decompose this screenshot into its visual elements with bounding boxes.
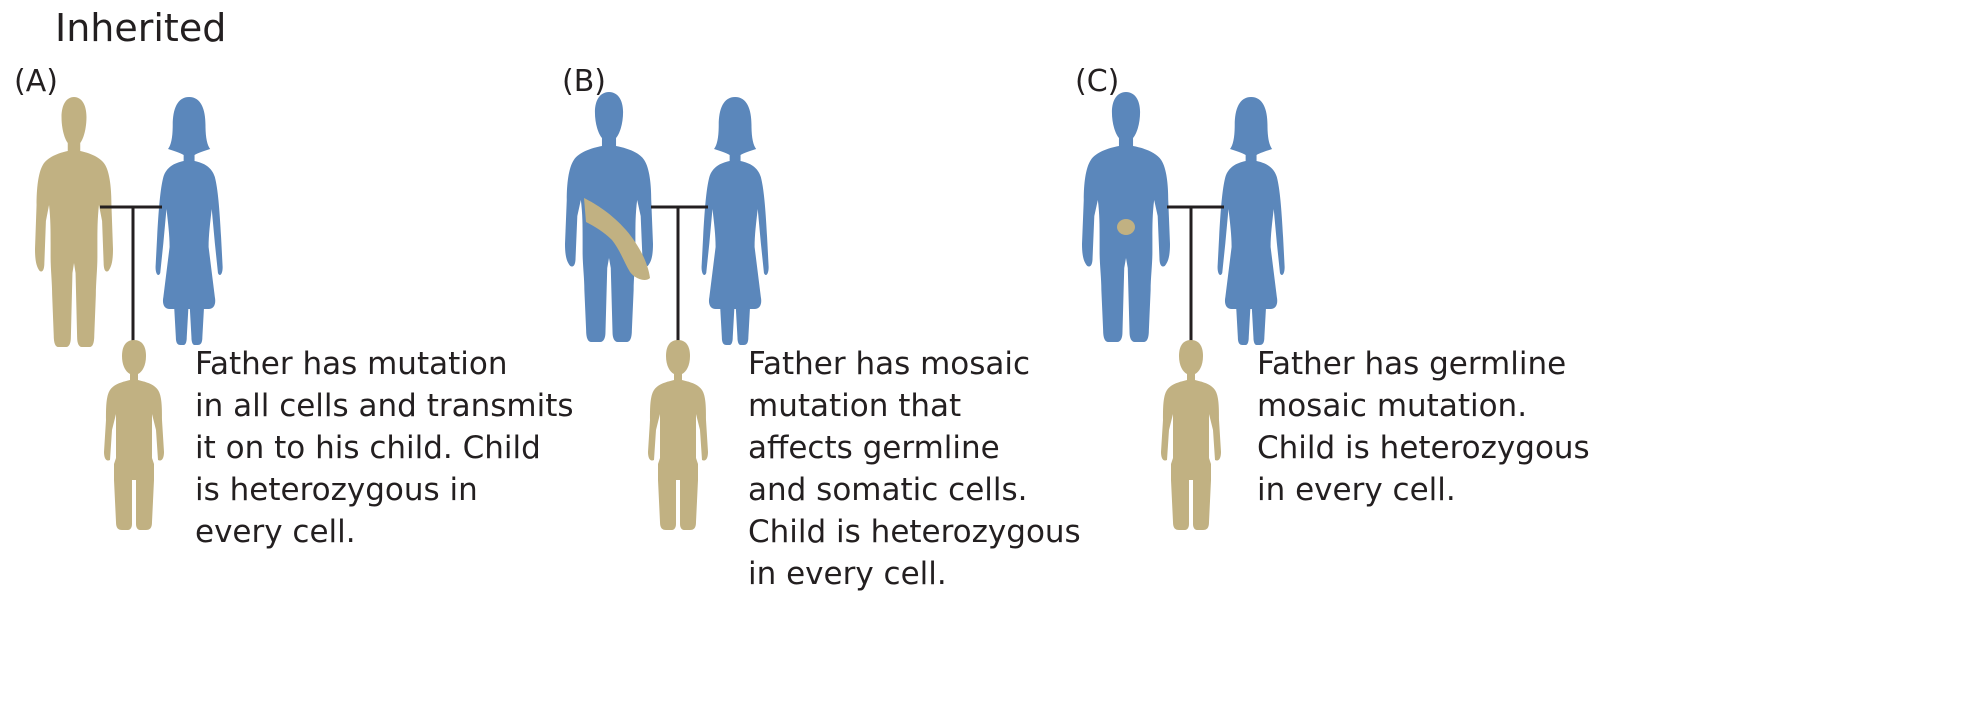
- caption-c-line-3: Child is heterozygous: [1257, 427, 1590, 469]
- caption-b: Father has mosaic mutation that affects …: [748, 343, 1081, 595]
- mother-figure-a: [156, 97, 223, 345]
- caption-b-line-1: Father has mosaic: [748, 343, 1081, 385]
- caption-a: Father has mutation in all cells and tra…: [195, 343, 574, 553]
- caption-a-line-4: is heterozygous in: [195, 469, 574, 511]
- caption-b-line-6: in every cell.: [748, 553, 1081, 595]
- caption-a-line-5: every cell.: [195, 511, 574, 553]
- caption-b-line-4: and somatic cells.: [748, 469, 1081, 511]
- caption-a-line-1: Father has mutation: [195, 343, 574, 385]
- caption-a-line-3: it on to his child. Child: [195, 427, 574, 469]
- pedigree-lines-c: [1167, 207, 1224, 350]
- father-figure-c: [1082, 92, 1170, 342]
- child-figure-b: [648, 340, 708, 530]
- germline-patch-c: [1117, 219, 1135, 235]
- caption-b-line-2: mutation that: [748, 385, 1081, 427]
- panel-c: [1082, 92, 1285, 530]
- caption-c: Father has germline mosaic mutation. Chi…: [1257, 343, 1590, 511]
- father-figure-a: [35, 97, 113, 347]
- caption-b-line-5: Child is heterozygous: [748, 511, 1081, 553]
- child-figure-a: [104, 340, 164, 530]
- panel-b: [565, 92, 769, 530]
- caption-b-line-3: affects germline: [748, 427, 1081, 469]
- child-figure-c: [1161, 340, 1221, 530]
- caption-a-line-2: in all cells and transmits: [195, 385, 574, 427]
- caption-c-line-2: mosaic mutation.: [1257, 385, 1590, 427]
- caption-c-line-1: Father has germline: [1257, 343, 1590, 385]
- pedigree-lines-b: [651, 207, 708, 350]
- mother-figure-c: [1218, 97, 1285, 345]
- caption-c-line-4: in every cell.: [1257, 469, 1590, 511]
- mother-figure-b: [702, 97, 769, 345]
